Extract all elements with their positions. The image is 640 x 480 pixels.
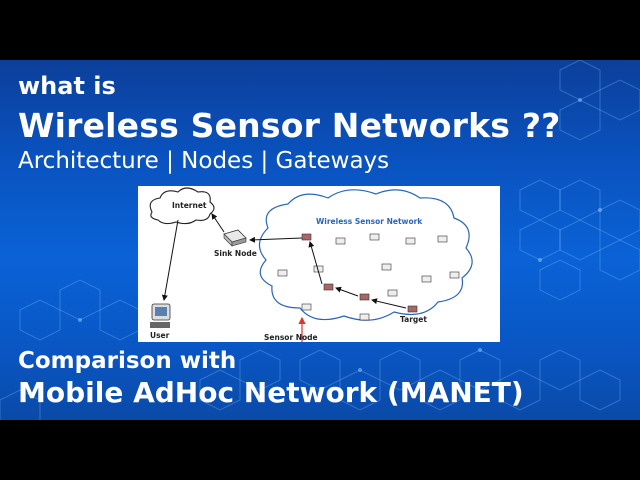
sensor-node bbox=[381, 263, 392, 271]
sensor-node bbox=[323, 283, 334, 291]
sensor-node bbox=[421, 275, 432, 283]
sensor-node bbox=[437, 235, 448, 243]
wsn-cloud-label: Wireless Sensor Network bbox=[316, 217, 423, 226]
top-letterbox bbox=[0, 0, 640, 60]
title-banner: what is Wireless Sensor Networks ?? Arch… bbox=[0, 60, 640, 420]
wsn-diagram-svg: Internet Wireless Sensor Network Sink No… bbox=[149, 187, 473, 342]
sensor-node bbox=[387, 289, 398, 297]
internet-cloud bbox=[149, 187, 215, 225]
sensor-node bbox=[359, 313, 370, 321]
sensor-node bbox=[301, 233, 312, 241]
user-label: User bbox=[150, 331, 170, 340]
internet-label: Internet bbox=[172, 201, 207, 210]
sensor-node bbox=[359, 293, 370, 301]
sensor-node-label: Sensor Node bbox=[264, 333, 318, 342]
bottom-letterbox bbox=[0, 420, 640, 480]
footer-comparison-label: Comparison with bbox=[18, 348, 237, 374]
sensor-node bbox=[405, 237, 416, 245]
sensor-node bbox=[449, 271, 460, 279]
sensor-node bbox=[277, 269, 288, 277]
target-label: Target bbox=[400, 315, 427, 324]
sink-node-device bbox=[223, 229, 247, 247]
hex-pattern-background bbox=[0, 60, 640, 420]
footer-manet-title: Mobile AdHoc Network (MANET) bbox=[18, 376, 524, 409]
sensor-node bbox=[301, 303, 312, 311]
title-main: Wireless Sensor Networks ?? bbox=[18, 106, 561, 145]
title-line-what-is: what is bbox=[18, 72, 116, 100]
sensor-nodes bbox=[277, 233, 460, 321]
sink-node-label: Sink Node bbox=[214, 249, 257, 258]
wsn-architecture-diagram: Internet Wireless Sensor Network Sink No… bbox=[138, 186, 500, 342]
user-computer-icon bbox=[150, 303, 171, 328]
title-subtopics: Architecture | Nodes | Gateways bbox=[18, 148, 390, 174]
sensor-node bbox=[335, 237, 346, 245]
sensor-node bbox=[407, 305, 418, 313]
sensor-node bbox=[369, 233, 380, 241]
wsn-cloud bbox=[258, 189, 473, 321]
